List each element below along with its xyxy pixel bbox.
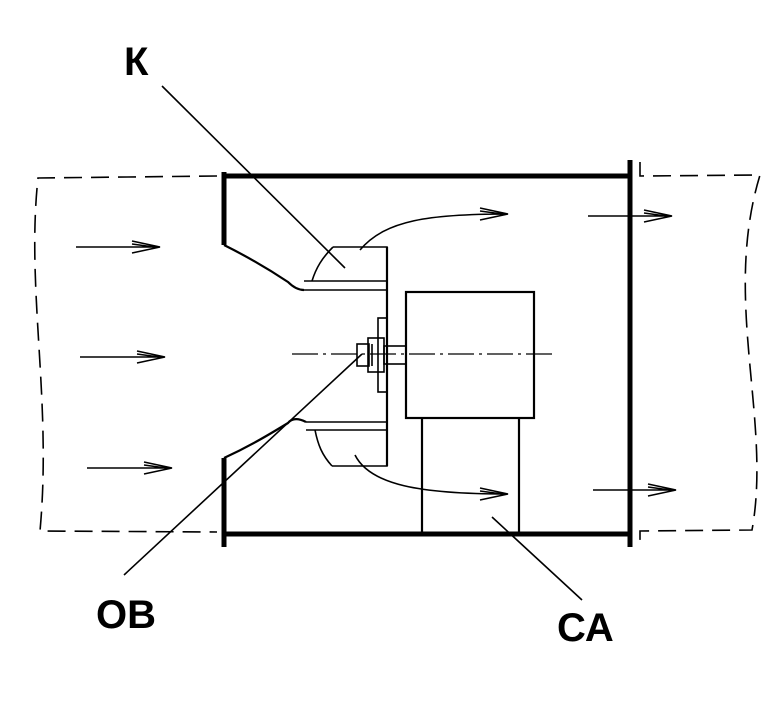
leader-line-ca [491, 516, 583, 601]
inlet-duct-outline [33, 175, 218, 533]
motor [404, 290, 536, 420]
impeller-hub [356, 317, 407, 393]
label-k: К [124, 40, 149, 84]
fan-housing [221, 160, 633, 547]
label-ov: ОВ [96, 593, 156, 637]
label-ca: СА [557, 606, 614, 650]
outlet-duct-outline [639, 162, 762, 545]
leader-lines [123, 85, 583, 601]
outlet-arrows [588, 209, 677, 497]
flow-curved-arrows [354, 207, 509, 501]
inlet-arrows [76, 240, 173, 475]
impeller [304, 246, 389, 467]
motor-support [420, 418, 521, 534]
leader-line-k [161, 85, 346, 269]
inlet-collector [223, 244, 307, 459]
leader-line-ov [123, 353, 363, 576]
